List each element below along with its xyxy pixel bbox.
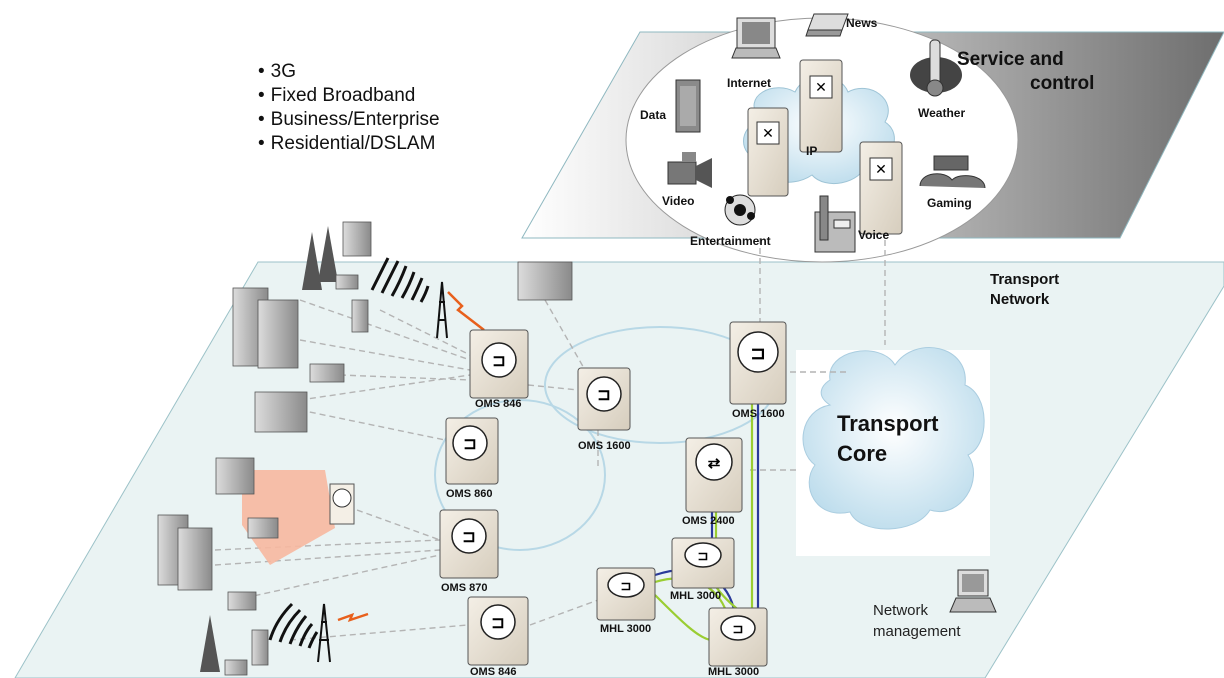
oms-846-top[interactable]: ⊐ xyxy=(469,329,529,399)
oms-1600-right[interactable]: ⊐ xyxy=(729,321,787,405)
svg-text:⊐: ⊐ xyxy=(621,578,632,593)
mhl-3000-c[interactable]: ⊐ xyxy=(708,607,768,667)
svg-text:⊐: ⊐ xyxy=(462,529,475,546)
phone-icon xyxy=(814,195,856,253)
ip-label: IP xyxy=(806,144,818,158)
voice-label: Voice xyxy=(858,228,890,242)
service-list-item: 3G xyxy=(258,60,440,84)
oms-846-bottom[interactable]: ⊐ xyxy=(467,596,529,666)
cell-tower-icon xyxy=(317,603,331,663)
service-list: 3G Fixed Broadband Business/Enterprise R… xyxy=(258,60,440,156)
radio-link-bottom-icon xyxy=(337,612,369,623)
svg-text:⊐: ⊐ xyxy=(698,548,709,563)
oms-2400[interactable]: ⇄ xyxy=(685,437,743,513)
svg-text:✕: ✕ xyxy=(762,126,774,142)
network-management-line1: Network xyxy=(873,602,929,619)
oms-2400-label: OMS 2400 xyxy=(682,515,735,527)
radio-link-top-icon xyxy=(447,291,485,331)
service-list-item: Fixed Broadband xyxy=(258,84,440,108)
transport-core-line2: Core xyxy=(837,441,888,466)
gaming-console-icon xyxy=(919,155,986,189)
coverage-wedge xyxy=(242,470,335,565)
dashed-links xyxy=(214,238,886,641)
mhl-3000-a[interactable]: ⊐ xyxy=(596,567,656,621)
ip-router-top-icon: ✕ xyxy=(799,59,843,153)
radio-waves-bottom xyxy=(268,602,319,649)
oms-860-label: OMS 860 xyxy=(446,488,493,500)
weather-thermometer-icon xyxy=(910,39,962,97)
entertainment-label: Entertainment xyxy=(690,234,771,248)
mhl-3000-b[interactable]: ⊐ xyxy=(671,537,735,589)
svg-text:⊐: ⊐ xyxy=(492,353,505,370)
oms-1600-right-label: OMS 1600 xyxy=(732,408,785,420)
service-list-item: Residential/DSLAM xyxy=(258,132,440,156)
svg-text:✕: ✕ xyxy=(875,162,887,178)
internet-label: Internet xyxy=(727,76,772,90)
oms-846-bottom-label: OMS 846 xyxy=(470,666,517,678)
news-icon xyxy=(805,13,849,37)
oms-846-top-label: OMS 846 xyxy=(475,398,522,410)
svg-text:⊐: ⊐ xyxy=(733,621,744,636)
mhl-3000-b-label: MHL 3000 xyxy=(670,590,722,602)
soccer-ball-icon xyxy=(724,194,756,226)
video-camera-icon xyxy=(667,152,712,188)
oms-870[interactable]: ⊐ xyxy=(439,509,499,579)
radio-waves-top xyxy=(370,257,430,303)
svg-text:⊐: ⊐ xyxy=(491,615,504,632)
server-icon xyxy=(675,79,701,133)
svg-text:⊐: ⊐ xyxy=(597,387,610,404)
ip-router-right-icon: ✕ xyxy=(859,141,903,235)
gaming-label: Gaming xyxy=(927,196,972,210)
mhl-3000-a-label: MHL 3000 xyxy=(600,623,652,635)
service-list-item: Business/Enterprise xyxy=(258,108,440,132)
transport-core-line1: Transport xyxy=(837,411,939,436)
ip-router-left-icon: ✕ xyxy=(747,107,789,197)
svg-text:⊐: ⊐ xyxy=(463,436,476,453)
network-management-laptop-icon xyxy=(949,569,997,613)
svg-text:⇄: ⇄ xyxy=(708,455,721,472)
transport-network-line1: Transport xyxy=(990,271,1060,288)
laptop-icon xyxy=(731,17,781,59)
tree-icon xyxy=(200,226,338,672)
svg-text:⊐: ⊐ xyxy=(750,343,765,363)
building-cluster-icon xyxy=(157,221,573,676)
service-title-line2: control xyxy=(1030,73,1095,94)
cell-tower-icon xyxy=(436,281,448,339)
oms-1600-mid-label: OMS 1600 xyxy=(578,440,631,452)
svg-text:✕: ✕ xyxy=(815,80,827,96)
oms-870-label: OMS 870 xyxy=(441,582,488,594)
weather-label: Weather xyxy=(918,106,966,120)
transport-core-cloud xyxy=(802,347,985,530)
oms-1600-mid[interactable]: ⊐ xyxy=(577,367,631,431)
data-label: Data xyxy=(640,108,667,122)
oms-860[interactable]: ⊐ xyxy=(445,417,499,485)
service-title-line1: Service and xyxy=(957,49,1064,70)
news-label: News xyxy=(846,16,878,30)
transport-network-line2: Network xyxy=(990,291,1050,308)
network-management-line2: management xyxy=(873,623,961,640)
mhl-3000-c-label: MHL 3000 xyxy=(708,666,760,678)
video-label: Video xyxy=(662,194,695,208)
